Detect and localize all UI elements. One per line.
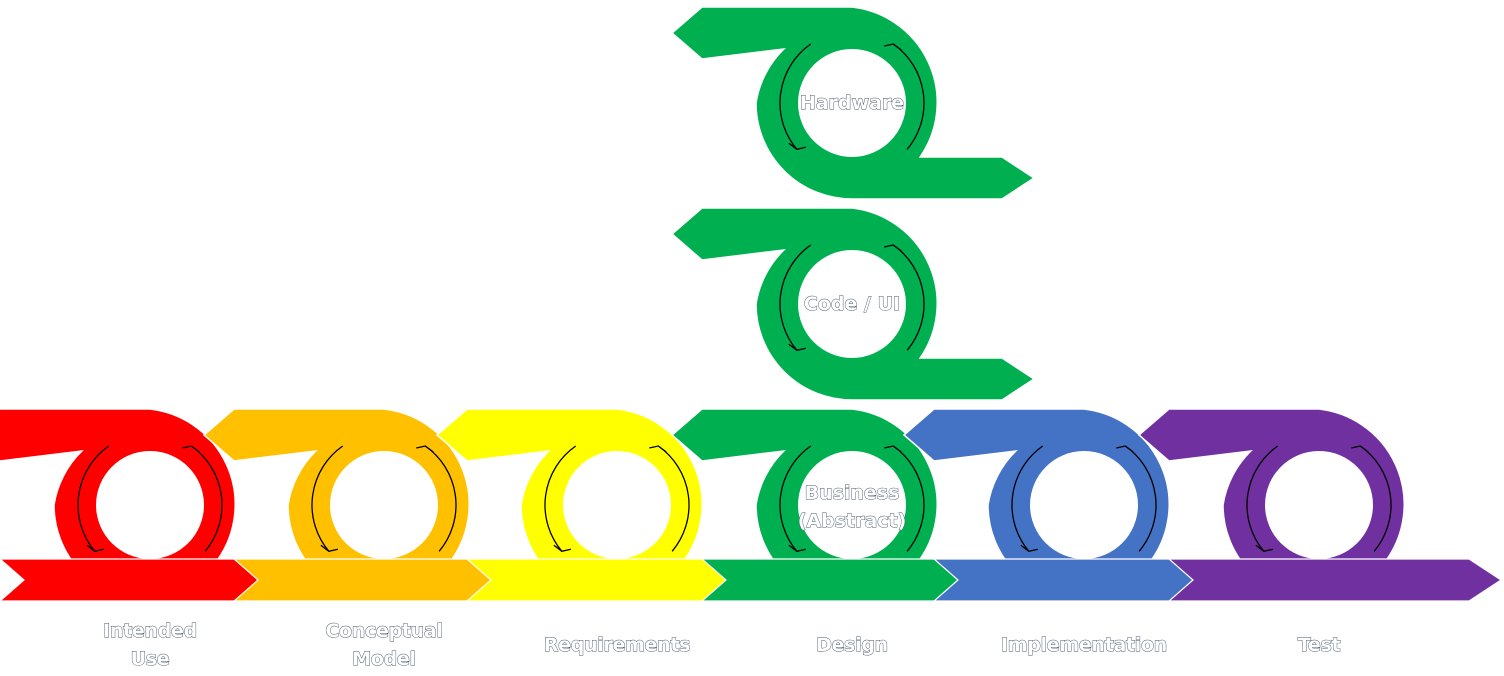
design-phase-label-line: Design <box>816 634 888 656</box>
requirements-phase-label: Requirements <box>544 634 690 656</box>
hardware-loop <box>670 6 1036 200</box>
intended-use-phase-label-line: Intended <box>103 620 197 642</box>
requirements-phase-label-line: Requirements <box>544 634 690 656</box>
test-phase-label: Test <box>1298 634 1341 656</box>
design-loop-label: Business (Abstract) <box>798 482 907 532</box>
conceptual-model-phase-label-line: Model <box>352 648 415 670</box>
implementation-phase-label-line: Implementation <box>1001 634 1167 656</box>
implementation-phase-label: Implementation <box>1001 634 1167 656</box>
code-ui-label-line: Code / UI <box>804 293 900 315</box>
intended-use-phase-label-line: Use <box>131 648 170 670</box>
code-ui-label: Code / UI <box>804 293 900 315</box>
design-loop-label-line: Business <box>805 482 900 504</box>
hardware-cycle-arrows <box>779 43 925 150</box>
design-loop-label-line: (Abstract) <box>798 510 907 532</box>
test-cycle-arrows <box>1246 445 1392 552</box>
conceptual-model-phase-label-line: Conceptual <box>325 620 442 642</box>
conceptual-model-cycle-arrows <box>311 445 457 552</box>
test-phase-label-line: Test <box>1298 634 1341 656</box>
hardware-label: Hardware <box>800 92 904 114</box>
intended-use-cycle-arrows <box>77 445 223 552</box>
implementation-cycle-arrows <box>1011 445 1157 552</box>
requirements-cycle-arrows <box>544 445 690 552</box>
design-cycle-arrows <box>779 445 925 552</box>
test-ribbon <box>1167 558 1503 602</box>
hardware-label-line: Hardware <box>800 92 904 114</box>
design-phase-label: Design <box>816 634 888 656</box>
code-ui-cycle-arrows <box>779 244 925 351</box>
code-ui-loop <box>670 207 1036 401</box>
